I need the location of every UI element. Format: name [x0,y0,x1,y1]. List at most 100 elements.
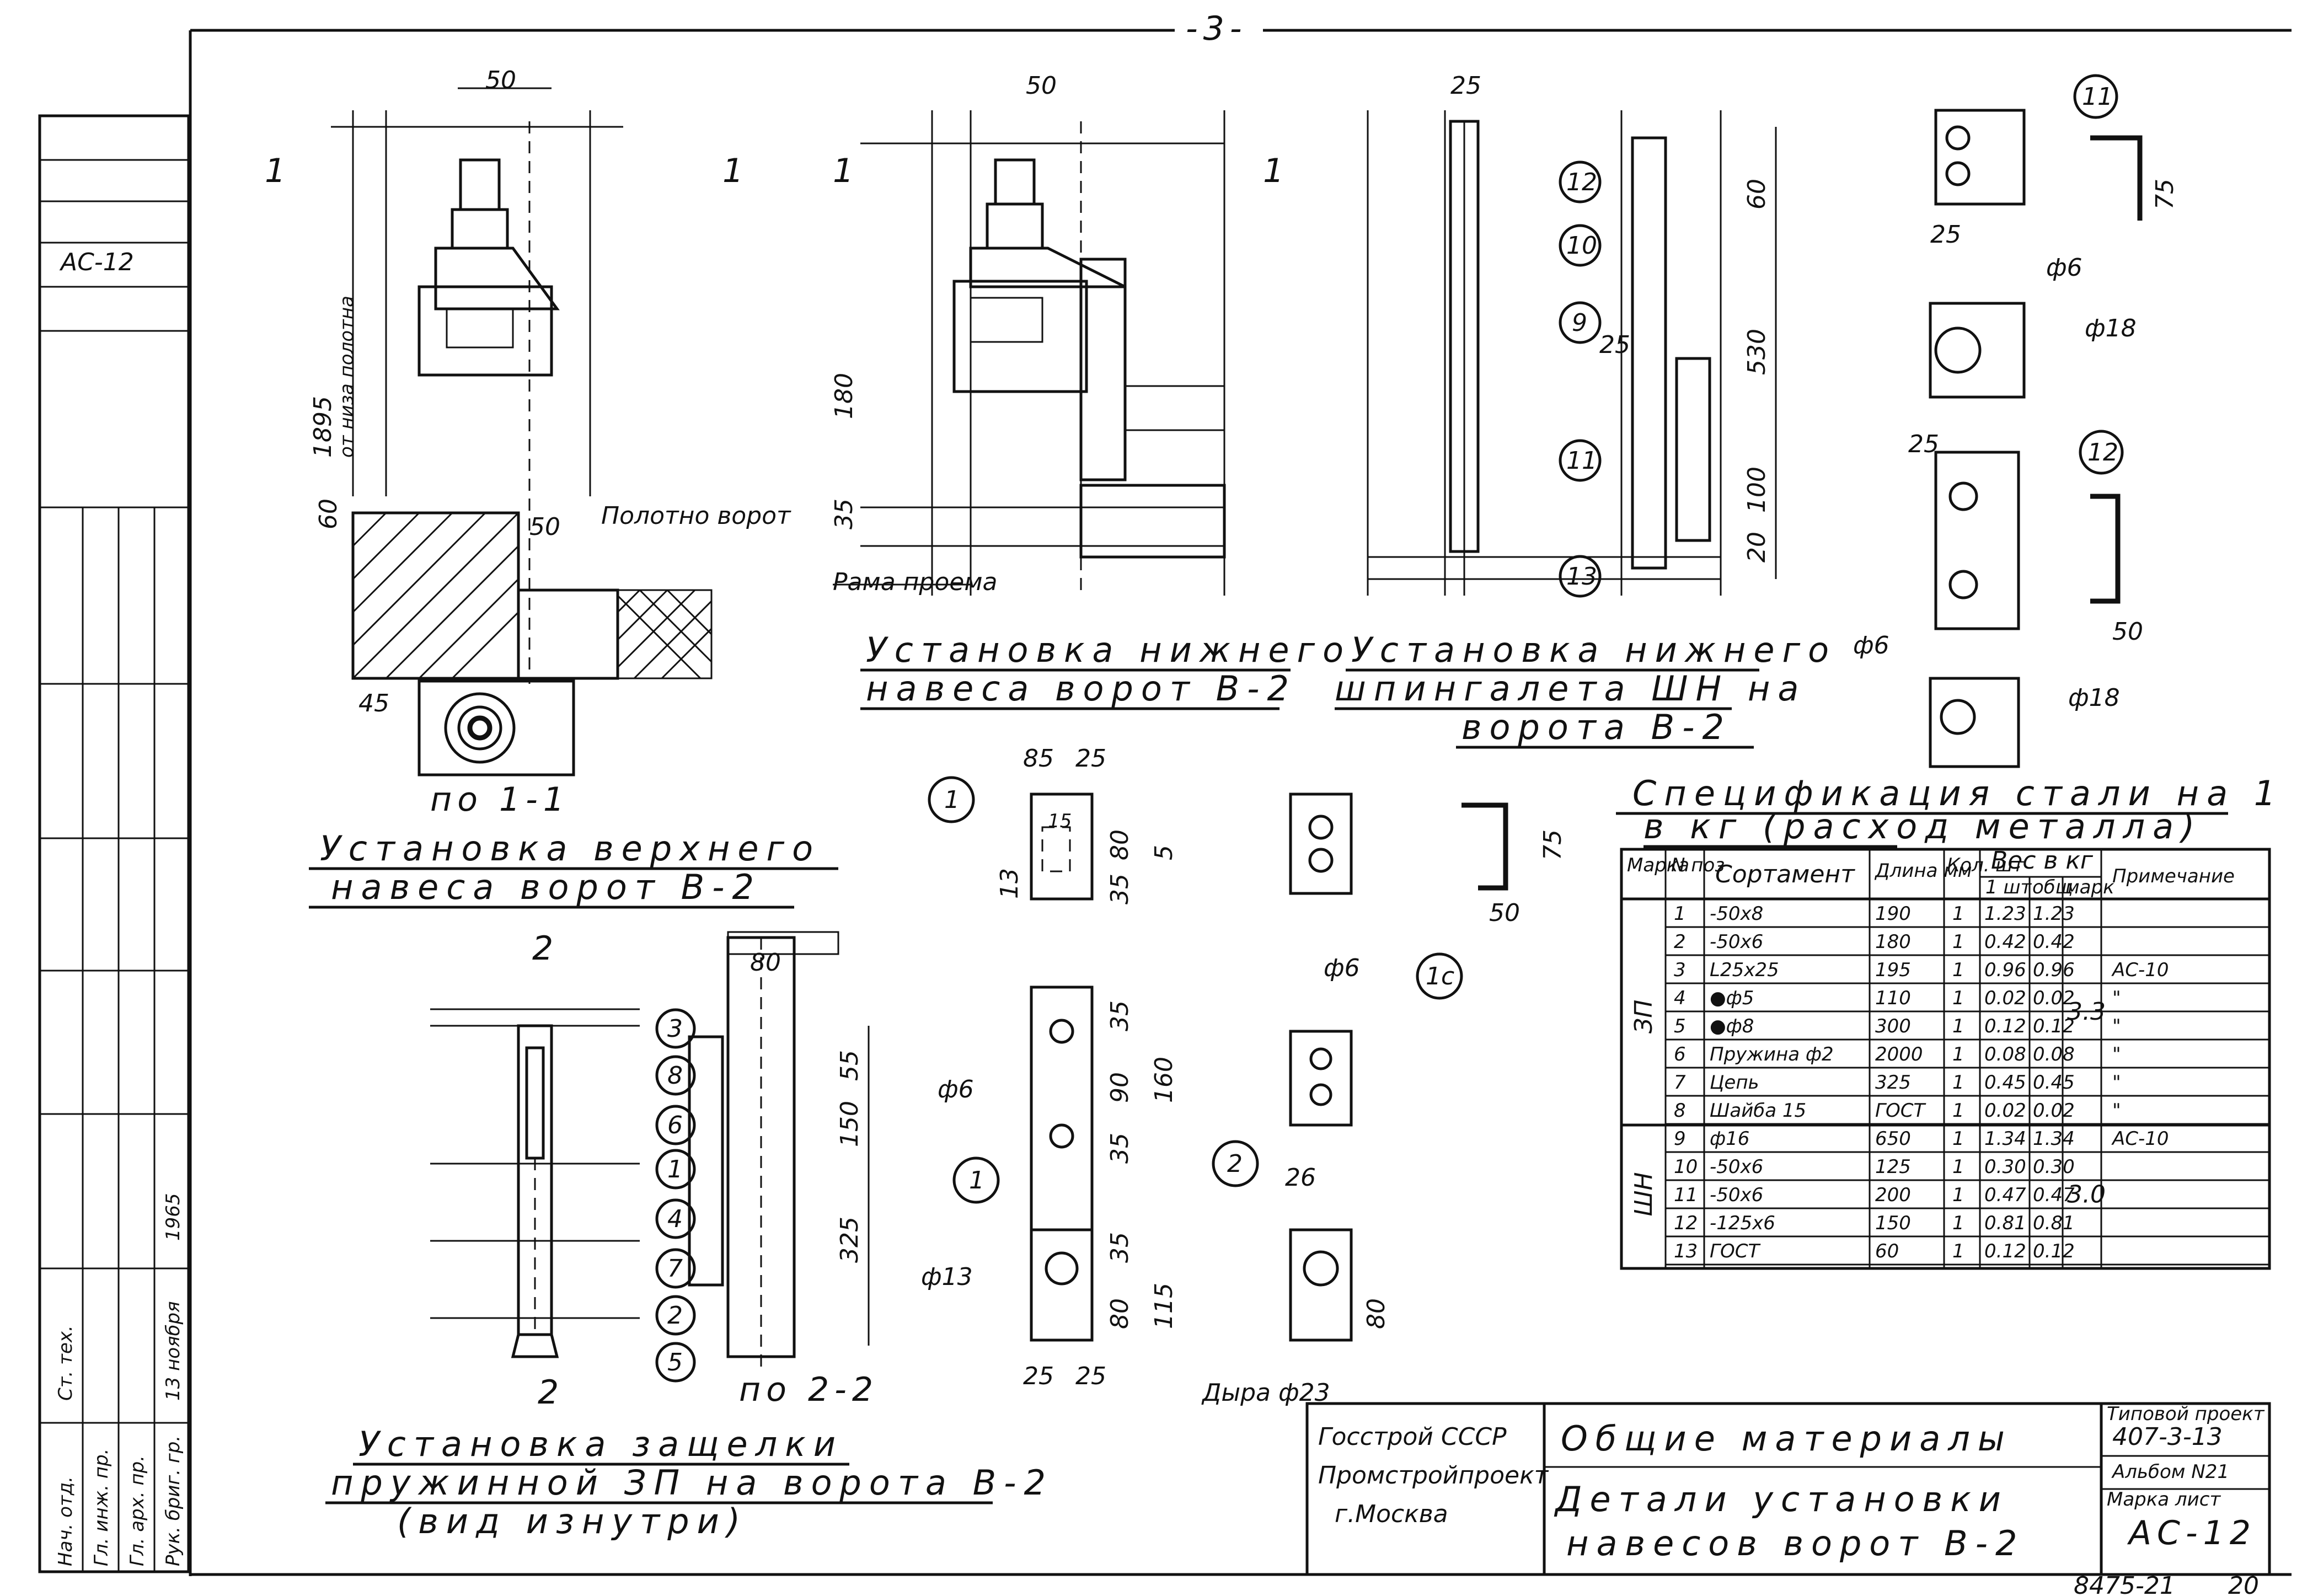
plate-callout-1c: 1с [1426,962,1454,990]
spec-group-total: 3.0 [2067,1181,2106,1209]
spec-cell-w1: 0.12 [1984,1240,2026,1262]
latch-dim-55: 55 [836,1050,864,1081]
bolt-title-2: шпингалета ШН на [1335,668,1806,709]
spec-cell-pos: 4 [1674,987,1686,1009]
bolt-dim-20: 20 [1743,532,1771,563]
spec-cell-profile: -50x6 [1710,931,1763,953]
bolt-title-1: Установка нижнего [1351,630,1837,670]
spec-h-length: Длина мм [1874,860,1972,882]
spec-cell-pos: 13 [1674,1240,1698,1262]
spec-cell-qty: 1 [1952,1128,1964,1150]
latch-callout-7: 7 [667,1255,683,1283]
latch-callout-8: 8 [667,1062,683,1090]
plate-callout-2: 2 [1227,1150,1243,1178]
spec-cell-profile: ф16 [1710,1128,1749,1150]
tb-project-no: 407-3-13 [2112,1423,2223,1451]
spec-cell-qty: 1 [1952,1240,1964,1262]
latch-callout-1: 1 [667,1155,683,1183]
title-block: Госстрой СССР Промстройпроект г.Москва О… [1305,1402,2271,1576]
spec-cell-profile: -50x6 [1710,1156,1763,1178]
latch-callout-5: 5 [667,1348,683,1377]
lh-dim-50: 50 [1026,72,1057,100]
plate-dim-35-c: 35 [1106,1133,1134,1164]
spec-cell-length: 2000 [1875,1043,1923,1065]
plate-dim-35-b: 35 [1106,1000,1134,1031]
bottom-code: 8475-21 [2074,1572,2175,1596]
spec-cell-w2: 1.34 [2033,1128,2075,1150]
spec-cell-length: 195 [1875,959,1911,981]
spec-cell-pos: 12 [1674,1212,1698,1234]
tb-section: Общие материалы [1561,1418,2012,1459]
spec-cell-pos: 6 [1674,1043,1686,1065]
spec-cell-qty: 1 [1952,987,1964,1009]
stamp-row-3: Гл. арх. пр. [126,1455,148,1566]
lh-section-mark-l: 1 [833,152,859,190]
spec-title-1: Спецификация стали на 1 штуку [1632,773,2302,813]
lh-dim-35: 35 [830,499,858,529]
latch-title-3: (вид изнутри) [397,1501,748,1541]
latch-dim-150: 150 [836,1101,864,1147]
spec-h-item: Марка [1627,854,1689,876]
latch-callout-4: 4 [667,1205,683,1233]
tb-title-1: Детали установки [1554,1479,2009,1519]
uh-label-door-leaf: Полотно ворот [601,502,791,530]
bolt-callouts: 12 10 9 11 13 [1559,160,1602,598]
spec-cell-qty: 1 [1952,1100,1964,1122]
latch-callout-2: 2 [667,1302,683,1330]
detail-callout-12: 12 [2087,438,2118,467]
bolt-callout-13: 13 [1566,563,1597,591]
tb-project-label: Типовой проект [2107,1403,2265,1425]
plate-dim-80-b: 80 [1106,1298,1134,1329]
lh-title-1: Установка нижнего [866,630,1351,670]
spec-cell-pos: 9 [1674,1128,1686,1150]
detail-phi6: ф6 [2046,254,2082,282]
spec-cell-qty: 1 [1952,1156,1964,1178]
tb-sheet-mark: АС-12 [2127,1514,2256,1552]
plate-dim-25-bottom: 25 [1023,1362,1054,1390]
bolt-dim-530: 530 [1743,329,1771,375]
spec-cell-qty: 1 [1952,1043,1964,1065]
plate-dim-80: 80 [1106,829,1134,860]
view-lower-hinge: 50 180 35 Рама проема 1 1 Установка нижн… [830,72,1351,710]
spec-h-w1: 1 шт [1985,876,2032,898]
detail-dim-50: 50 [2112,618,2143,646]
detail-phi18: ф18 [2085,314,2137,342]
spec-cell-note: " [2112,1043,2121,1065]
plate-phi6: ф6 [938,1075,974,1104]
spec-cell-w1: 0.45 [1984,1072,2026,1094]
bolt-callout-10: 10 [1566,232,1597,260]
spec-cell-pos: 7 [1674,1072,1686,1094]
plate-dim-90: 90 [1106,1072,1134,1103]
bolt-callout-9: 9 [1572,309,1587,337]
uh-section-mark-r: 1 [722,152,749,190]
spec-cell-w1: 1.23 [1984,903,2026,925]
spec-h-profile: Сортамент [1715,860,1855,888]
spec-group-mark: ЗП [1630,1000,1658,1033]
latch-title-1: Установка защелки [358,1424,843,1464]
spec-h-w2: общ [2032,876,2073,898]
spec-cell-w1: 0.02 [1984,1100,2026,1122]
spec-cell-profile: Пружина ф2 [1710,1043,1834,1065]
spec-cell-w2: 0.45 [2033,1072,2075,1094]
detail-dim-25-b: 25 [1908,430,1939,458]
spec-cell-profile: ●ф5 [1710,987,1754,1009]
uh-dim-1895: 1895 [309,396,337,458]
stamp-row-5: Ст. тех. [55,1325,77,1401]
spec-cell-w1: 0.47 [1984,1184,2026,1206]
spec-cell-w2: 0.12 [2033,1015,2075,1037]
spec-cell-profile: -50x6 [1710,1184,1763,1206]
spec-cell-length: 325 [1875,1072,1911,1094]
plate-dim-85: 85 [1023,745,1054,773]
tb-album: Альбом N21 [2111,1461,2229,1483]
spec-cell-pos: 5 [1674,1015,1686,1037]
latch-section-mark-bottom: 2 [538,1373,564,1412]
spec-cell-w1: 0.96 [1984,959,2026,981]
bolt-dim-25: 25 [1450,72,1481,100]
stamp-row-4: Рук. бриг. гр. [162,1436,184,1566]
spec-cell-qty: 1 [1952,1072,1964,1094]
spec-cell-pos: 8 [1674,1100,1686,1122]
spec-cell-w1: 0.30 [1984,1156,2026,1178]
latch-callout-6: 6 [667,1111,683,1139]
spec-cell-length: 200 [1875,1184,1911,1206]
